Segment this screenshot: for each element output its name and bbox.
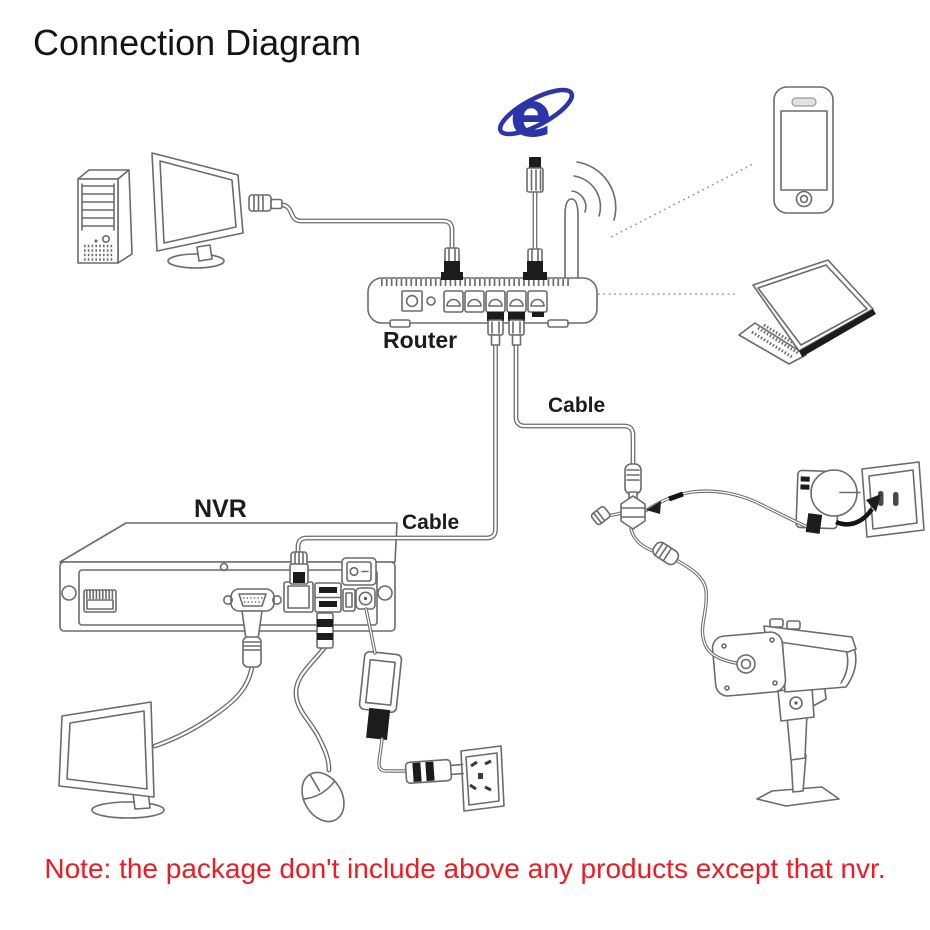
router-top-plug-from-pc bbox=[441, 247, 463, 280]
router-antenna-icon bbox=[564, 198, 579, 301]
nvr-vga-cable bbox=[152, 664, 255, 749]
pc-monitor-icon bbox=[151, 152, 244, 269]
internet-plug-icon bbox=[526, 157, 544, 193]
nvr-label: NVR bbox=[194, 495, 247, 523]
pc-cable-connector-icon bbox=[248, 194, 283, 212]
internet-explorer-icon: e bbox=[497, 78, 575, 151]
nvr-eth-plug-icon bbox=[289, 551, 309, 585]
nvr-ethernet-port bbox=[283, 581, 314, 613]
cable-label-router-to-camera: Cable bbox=[548, 394, 606, 417]
router-bottom-plug-right bbox=[508, 312, 525, 346]
nvr-power-plug-icon bbox=[404, 758, 464, 785]
laptop-icon bbox=[738, 259, 876, 365]
plug-direction-arrow-icon bbox=[835, 494, 881, 527]
smartphone-icon bbox=[773, 86, 834, 214]
router-to-nvr-cable bbox=[295, 340, 498, 557]
router-lan-ports bbox=[443, 290, 548, 313]
nvr-dc-jack bbox=[355, 587, 376, 610]
wireless-link-phone bbox=[610, 162, 756, 238]
nvr-icon bbox=[59, 522, 398, 632]
nvr-power-cord bbox=[364, 607, 408, 773]
router-to-camera-cable bbox=[513, 340, 636, 469]
camera-power-adapter-icon bbox=[795, 469, 861, 530]
camera-cable-gland bbox=[736, 654, 756, 674]
camera-adapter-dc-connector bbox=[805, 513, 823, 534]
cable-label-router-to-nvr: Cable bbox=[402, 511, 460, 534]
nvr-pin-block bbox=[83, 589, 117, 613]
mouse-icon bbox=[301, 771, 345, 823]
nvr-small-port bbox=[342, 588, 356, 612]
page-title: Connection Diagram bbox=[33, 22, 362, 63]
router-icon bbox=[367, 277, 598, 328]
camera-icon bbox=[711, 618, 857, 807]
nvr-vga-connector-icon bbox=[241, 610, 263, 668]
note-text: Note: the package don't include above an… bbox=[44, 853, 886, 884]
pc-to-router-cable bbox=[280, 202, 455, 253]
nvr-usb-ports bbox=[314, 582, 342, 613]
camera-pigtail-icon bbox=[590, 463, 684, 566]
router-top-plug-from-internet bbox=[523, 248, 547, 280]
router-label: Router bbox=[383, 327, 458, 353]
svg-text:e: e bbox=[510, 78, 552, 151]
nvr-usb-plug-icon bbox=[316, 612, 334, 649]
nvr-mouse-cable bbox=[293, 644, 332, 773]
router-bottom-plug-left bbox=[487, 312, 504, 346]
desktop-tower-icon bbox=[77, 169, 133, 264]
wifi-signal-icon bbox=[571, 161, 617, 221]
nvr-vga-port bbox=[223, 588, 282, 612]
nvr-wall-outlet-icon bbox=[460, 745, 505, 812]
nvr-power-adapter-icon bbox=[358, 650, 403, 740]
vga-monitor-icon bbox=[58, 701, 165, 819]
nvr-power-switch bbox=[341, 557, 377, 586]
